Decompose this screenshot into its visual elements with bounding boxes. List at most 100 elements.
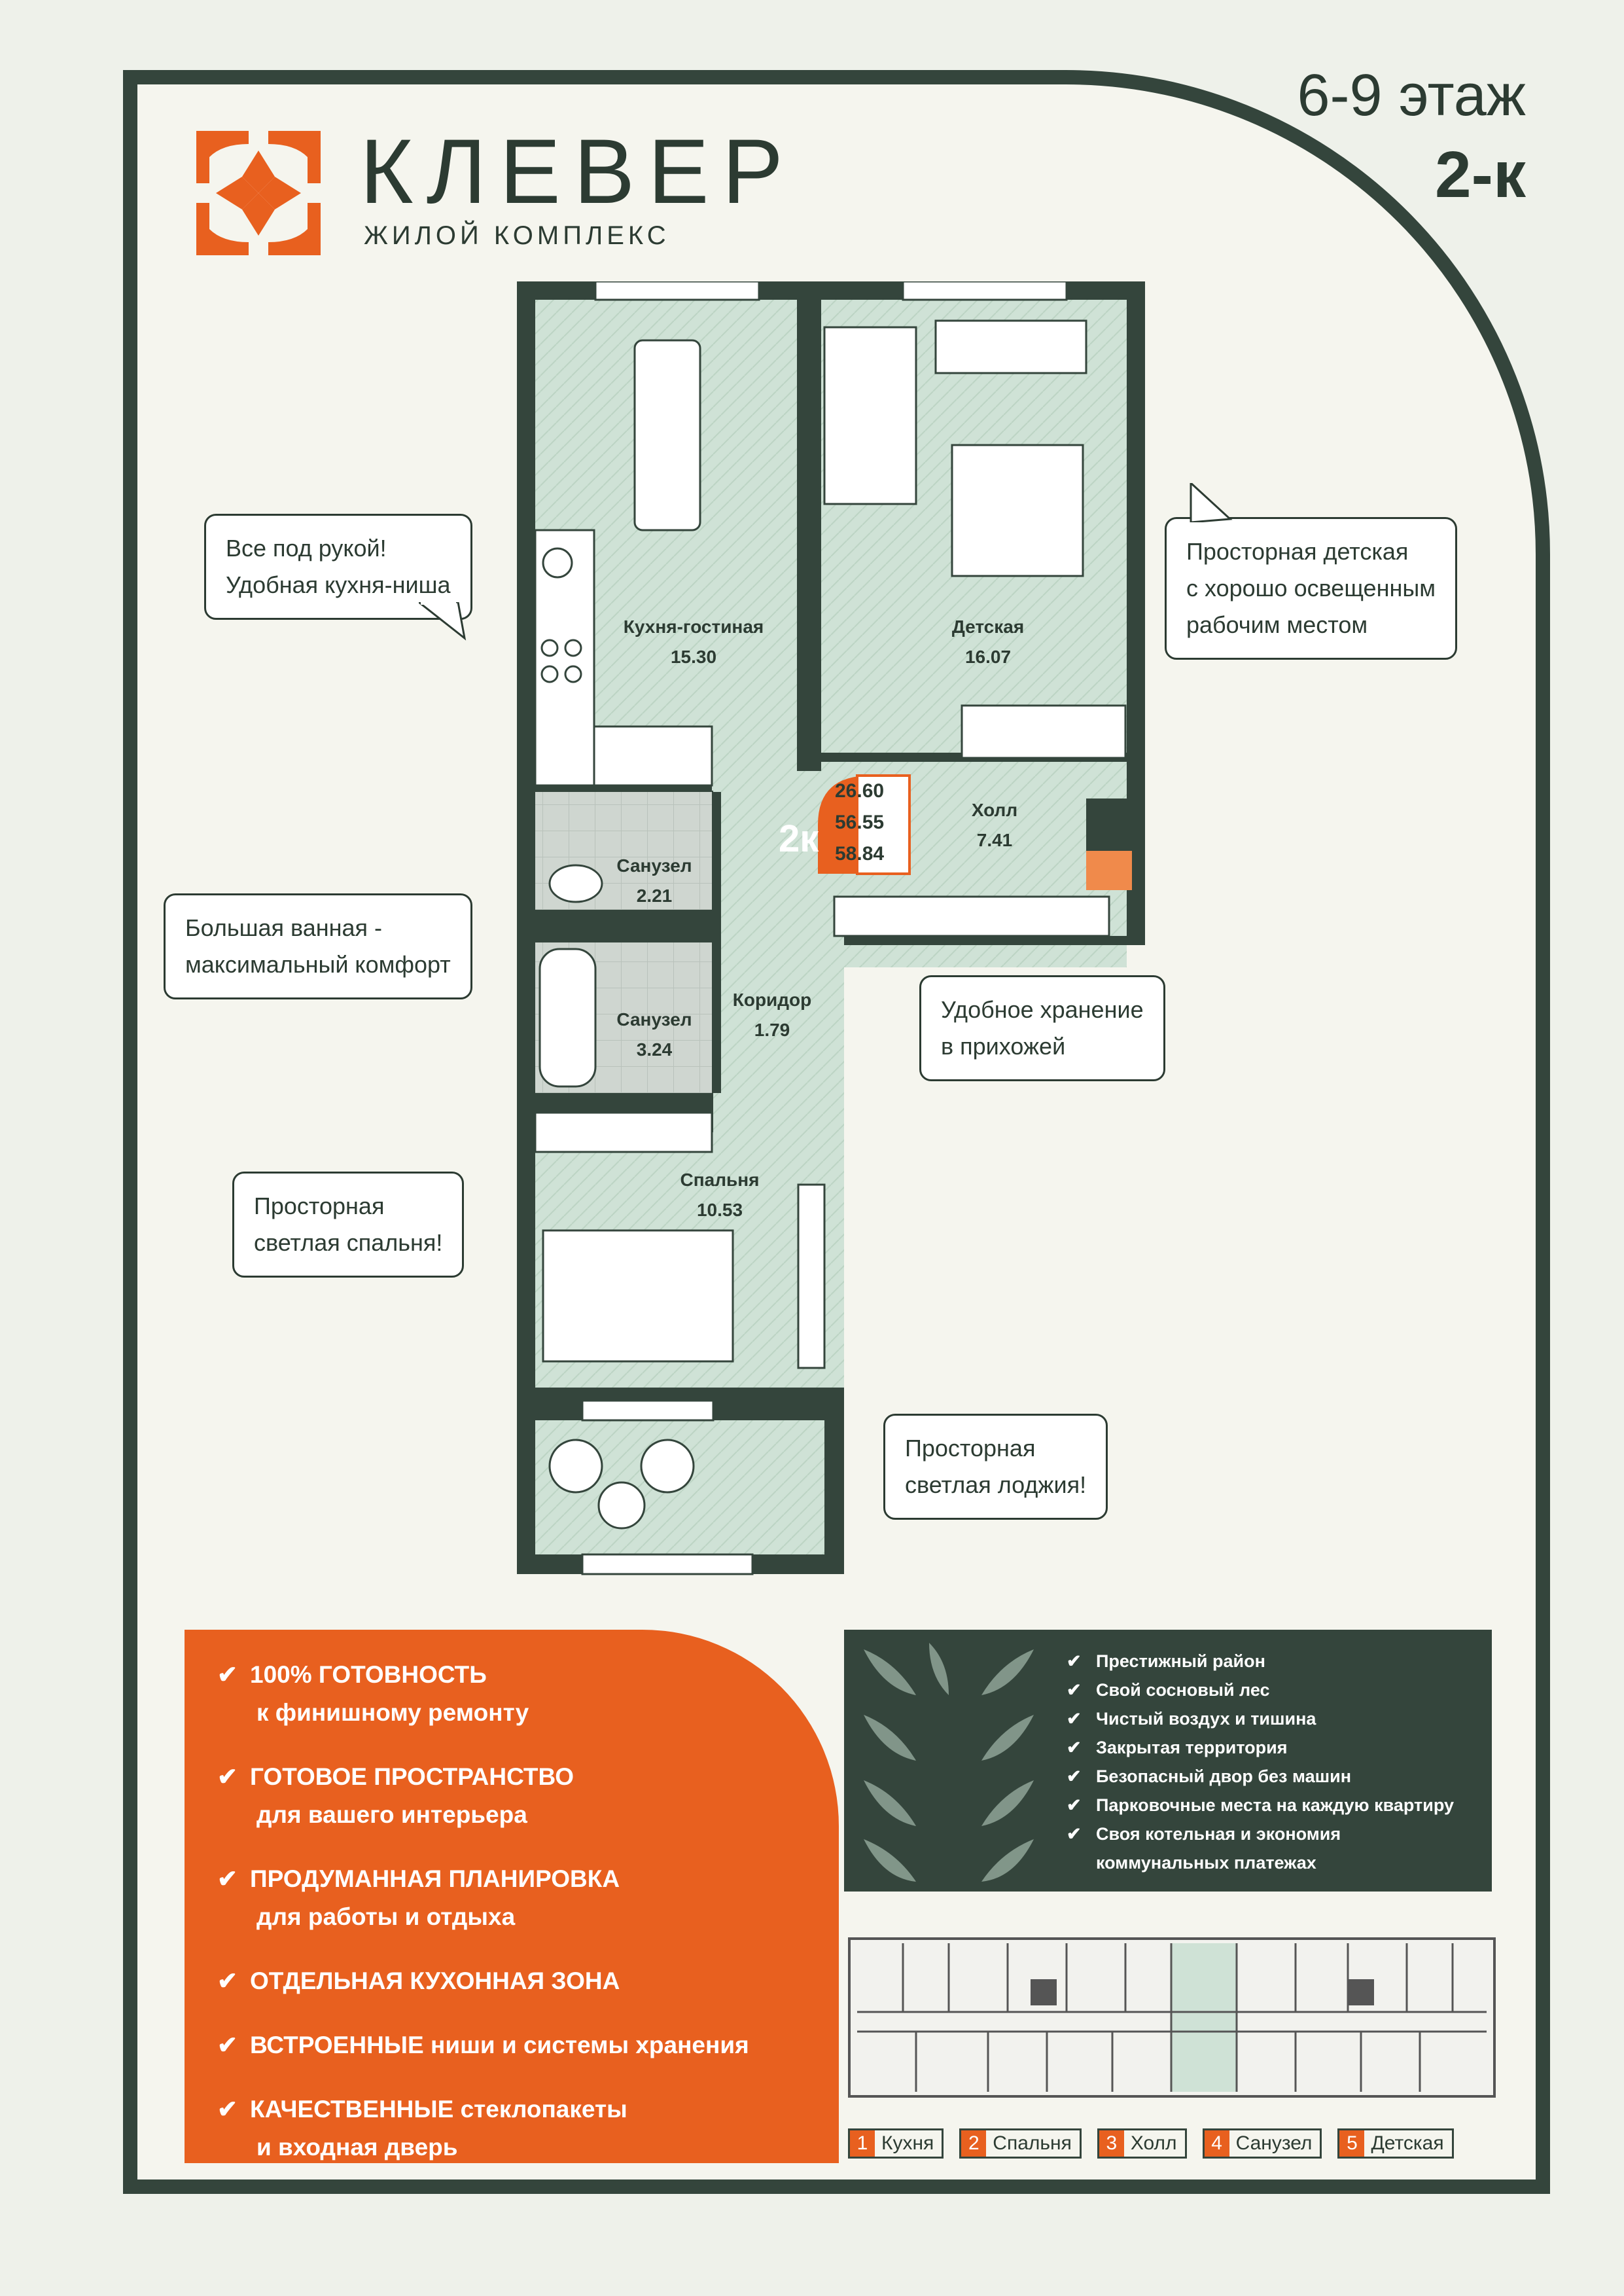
brand-subtitle: ЖИЛОЙ КОМПЛЕКС <box>364 221 670 250</box>
room-name: Коридор <box>732 990 812 1010</box>
bubble-tail <box>419 602 467 641</box>
check-icon: ✔ <box>1067 1738 1082 1757</box>
bubble-text: Просторная <box>905 1435 1036 1462</box>
legend-label: Детская <box>1371 2132 1444 2154</box>
bubble-bathroom: Большая ванная - максимальный комфорт <box>164 893 472 999</box>
benefit-text: Парковочные места на каждую квартиру <box>1096 1795 1455 1815</box>
legend-number: 3 <box>1099 2130 1124 2157</box>
room-name: Холл <box>971 800 1018 820</box>
room-area: 16.07 <box>964 647 1012 667</box>
feature-title: КАЧЕСТВЕННЫЕ <box>250 2096 454 2123</box>
room-kids: Детская 16.07 <box>916 612 1060 672</box>
feature-item: ✔ВСТРОЕННЫЕ ниши и системы хранения <box>217 2026 806 2064</box>
benefits-panel: ✔ Престижный район ✔ Свой сосновый лес ✔Чи… <box>844 1630 1492 1892</box>
room-name: Санузел <box>616 855 692 876</box>
bubble-kids-room: Просторная детская с хорошо освещенным р… <box>1165 517 1457 660</box>
feature-subtitle: для вашего интерьера <box>256 1801 527 1828</box>
feature-item: ✔ ГОТОВОЕ ПРОСТРАНСТВО для вашего интерье… <box>217 1758 806 1834</box>
legend-label: Спальня <box>993 2132 1072 2154</box>
badge-area-full: 58.84 <box>835 843 885 865</box>
feature-rest: стеклопакеты <box>453 2096 627 2123</box>
apartment-plan <box>517 281 1145 1575</box>
feature-subtitle: к финишному ремонту <box>256 1699 529 1726</box>
room-bathroom-1: Санузел 2.21 <box>602 851 707 911</box>
bubble-text: с хорошо освещенным <box>1186 575 1436 601</box>
brand-name: КЛЕВЕР <box>360 120 796 223</box>
room-count: 2-к <box>1435 138 1526 211</box>
benefit-text: Престижный район <box>1096 1651 1265 1671</box>
bubble-text: светлая спальня! <box>254 1229 443 1256</box>
benefit-text: Свой сосновый лес <box>1096 1680 1270 1700</box>
bubble-tail <box>1190 483 1233 522</box>
feature-item: ✔ 100% ГОТОВНОСТЬ к финишному ремонту <box>217 1656 806 1732</box>
check-icon: ✔ <box>217 1967 238 1994</box>
legend-number: 5 <box>1339 2130 1365 2157</box>
bubble-text: Удобное хранение <box>941 996 1144 1023</box>
benefit-item: ✔ Свой сосновый лес <box>1067 1676 1454 1704</box>
benefit-item: ✔Чистый воздух и тишина <box>1067 1704 1454 1733</box>
floor-layout-drawing <box>857 1943 1487 2092</box>
bubble-text: Удобная кухня-ниша <box>226 571 451 598</box>
room-bathroom-2: Санузел 3.24 <box>602 1005 707 1065</box>
benefit-item: коммунальных платежах <box>1067 1848 1454 1877</box>
legend-number: 4 <box>1204 2130 1229 2157</box>
check-icon: ✔ <box>1067 1680 1082 1700</box>
badge-area-living: 26.60 <box>835 780 885 802</box>
legend-label: Кухня <box>881 2132 934 2154</box>
leaf-pattern-icon <box>864 1643 1034 1882</box>
benefit-item: ✔ Безопасный двор без машин <box>1067 1762 1454 1791</box>
check-icon: ✔ <box>1067 1824 1082 1844</box>
benefits-list: ✔ Престижный район ✔ Свой сосновый лес ✔Чи… <box>1067 1647 1454 1877</box>
feature-title: 100% ГОТОВНОСТЬ <box>250 1661 487 1688</box>
check-icon: ✔ <box>217 2096 238 2123</box>
bubble-bedroom: Просторная светлая спальня! <box>232 1172 465 1278</box>
feature-subtitle: и входная дверь <box>256 2134 458 2161</box>
room-name: Спальня <box>680 1170 760 1190</box>
room-area: 7.41 <box>976 830 1013 850</box>
bubble-text: максимальный комфорт <box>185 951 451 978</box>
room-hall: Холл 7.41 <box>942 795 1047 855</box>
room-name: Санузел <box>616 1009 692 1030</box>
check-icon: ✔ <box>1067 1795 1082 1815</box>
bubble-text: рабочим местом <box>1186 611 1368 638</box>
check-icon: ✔ <box>1067 1767 1082 1786</box>
bubble-loggia: Просторная светлая лоджия! <box>883 1414 1108 1520</box>
room-name: Детская <box>951 617 1025 637</box>
feature-title: ПРОДУМАННАЯ ПЛАНИРОВКА <box>250 1865 620 1892</box>
room-kitchen-living: Кухня-гостиная 15.30 <box>609 612 779 672</box>
feature-item: ✔ПРОДУМАННАЯ ПЛАНИРОВКА для работы и отд… <box>217 1860 806 1936</box>
legend-label: Холл <box>1130 2132 1177 2154</box>
room-corridor: Коридор 1.79 <box>720 985 824 1045</box>
legend-item: 5 Детская <box>1337 2128 1454 2159</box>
benefit-text: коммунальных платежах <box>1096 1853 1316 1873</box>
room-area: 2.21 <box>636 886 673 906</box>
benefit-text: Безопасный двор без машин <box>1096 1767 1351 1786</box>
check-icon: ✔ <box>217 1763 238 1790</box>
room-area: 10.53 <box>696 1200 743 1220</box>
bubble-text: светлая лоджия! <box>905 1471 1087 1498</box>
floor-range: 6-9 этаж <box>1297 63 1527 128</box>
room-area: 3.24 <box>636 1039 673 1060</box>
features-panel: ✔ 100% ГОТОВНОСТЬ к финишному ремонту ✔ ГО… <box>185 1630 839 2163</box>
benefit-item: ✔ Престижный район <box>1067 1647 1454 1676</box>
benefit-item: ✔ Закрытая территория <box>1067 1733 1454 1762</box>
feature-title: ГОТОВОЕ ПРОСТРАНСТВО <box>250 1763 574 1790</box>
badge-area-total: 56.55 <box>835 812 885 833</box>
room-area: 15.30 <box>670 647 717 667</box>
feature-title: ОТДЕЛЬНАЯ КУХОННАЯ ЗОНА <box>250 1967 620 1994</box>
bubble-text: Большая ванная - <box>185 914 383 941</box>
benefit-text: Закрытая территория <box>1096 1738 1288 1757</box>
bubble-storage: Удобное хранение в прихожей <box>919 975 1165 1081</box>
room-bedroom: Спальня 10.53 <box>654 1165 785 1225</box>
check-icon: ✔ <box>1067 1709 1082 1729</box>
check-icon: ✔ <box>217 1661 238 1688</box>
check-icon: ✔ <box>1067 1651 1082 1671</box>
benefit-text: Своя котельная и экономия <box>1096 1824 1341 1844</box>
feature-subtitle: для работы и отдыха <box>256 1903 516 1930</box>
bubble-text: Просторная детская <box>1186 538 1409 565</box>
room-area: 1.79 <box>754 1020 790 1040</box>
